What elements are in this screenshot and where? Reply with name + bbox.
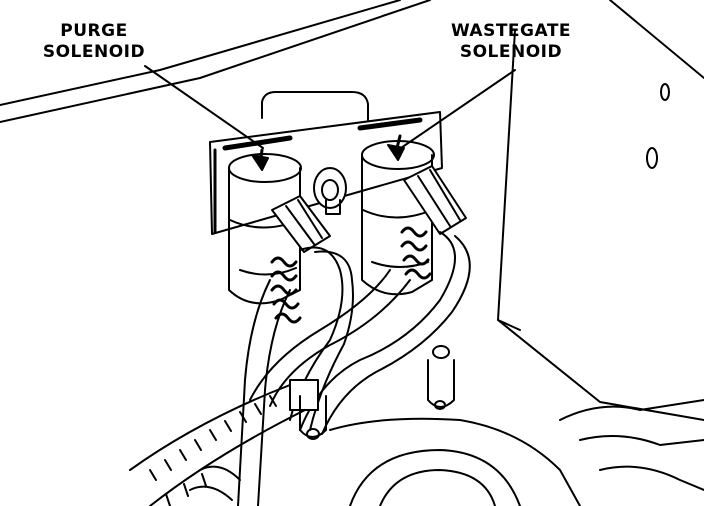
wastegate-label-line1: WASTEGATE <box>450 21 572 41</box>
purge-connector <box>271 195 331 253</box>
background-panel <box>0 0 704 421</box>
wastegate-solenoid <box>361 134 435 296</box>
mounting-nut <box>313 167 347 215</box>
engine-housing <box>189 399 704 506</box>
purge-label-line1: PURGE <box>60 21 128 41</box>
purge-solenoid-label: PURGE SOLENOID <box>28 21 160 63</box>
corrugated-harness <box>129 379 319 506</box>
purge-label-line2: SOLENOID <box>42 42 146 62</box>
wastegate-solenoid-label: WASTEGATE SOLENOID <box>436 21 586 63</box>
wastegate-label-line2: SOLENOID <box>459 42 563 62</box>
vacuum-fitting <box>299 345 455 440</box>
leader-lines <box>144 65 516 151</box>
wire-loom <box>270 226 432 324</box>
wastegate-connector <box>403 165 467 235</box>
